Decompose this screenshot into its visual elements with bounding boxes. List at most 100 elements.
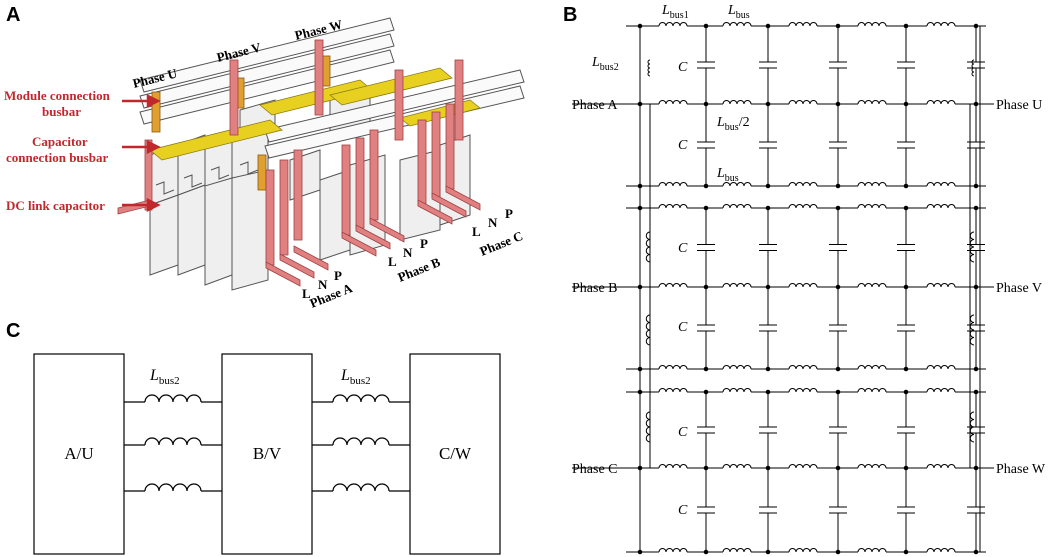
bus-inductor bbox=[926, 283, 956, 288]
bus-inductor bbox=[788, 22, 818, 27]
bus-inductor bbox=[722, 548, 752, 553]
module-busbar-label-2: busbar bbox=[42, 104, 81, 119]
left-phase-label: Phase B bbox=[572, 281, 618, 296]
block-cw-label: C/W bbox=[439, 444, 472, 463]
dc-busbars bbox=[144, 39, 464, 266]
cap-label: C bbox=[678, 503, 688, 518]
lbus2-inductor bbox=[332, 394, 390, 403]
panel-a-label: A bbox=[6, 4, 21, 26]
bus-inductor bbox=[658, 464, 688, 469]
phase-c-n: N bbox=[488, 215, 498, 230]
bus-inductor bbox=[658, 22, 688, 27]
bus-inductor bbox=[857, 22, 887, 27]
phase-a-p: P bbox=[334, 268, 342, 283]
right-phase-label: Phase V bbox=[996, 281, 1042, 296]
left-phase-label: Phase A bbox=[572, 98, 618, 113]
cap-label: C bbox=[678, 241, 688, 256]
callout-arrows bbox=[122, 93, 161, 213]
bus-inductor bbox=[658, 182, 688, 187]
panel-c-label: C bbox=[6, 320, 21, 342]
bus-inductor bbox=[926, 182, 956, 187]
bus-inductor bbox=[722, 283, 752, 288]
bus-inductor bbox=[857, 182, 887, 187]
phase-b-n: N bbox=[403, 245, 413, 260]
lbus2-inductor bbox=[144, 394, 202, 403]
lbus2-inductor bbox=[144, 437, 202, 446]
lbus2-inductor bbox=[144, 483, 202, 492]
bus-inductor bbox=[788, 204, 818, 209]
phase-c-label: Phase C bbox=[478, 228, 525, 259]
block-cw bbox=[409, 353, 501, 555]
bus-inductor bbox=[788, 365, 818, 370]
bus-inductor bbox=[857, 388, 887, 393]
module-busbar-label-1: Module connection bbox=[4, 88, 111, 103]
lbus-half-label: Lbus/2 bbox=[716, 115, 750, 133]
lbus-label-mid: Lbus bbox=[716, 166, 739, 184]
bus-inductor bbox=[857, 283, 887, 288]
left-phase-label: Phase C bbox=[572, 462, 618, 477]
bus-inductor bbox=[722, 464, 752, 469]
lbus2-inductor bbox=[332, 483, 390, 492]
phase-b-p: P bbox=[420, 236, 428, 251]
dc-link-label: DC link capacitor bbox=[6, 198, 105, 213]
bus-inductor bbox=[926, 22, 956, 27]
bus-inductor bbox=[722, 204, 752, 209]
block-au bbox=[33, 353, 125, 555]
phase-c-l: L bbox=[472, 224, 481, 239]
cap-label: C bbox=[678, 138, 688, 153]
bus-inductor bbox=[658, 100, 688, 105]
bus-inductor bbox=[857, 464, 887, 469]
block-bv bbox=[221, 353, 313, 555]
vertical-inductor bbox=[647, 59, 651, 77]
panel-c-block-diagram: A/U B/V C/W Lbus2 Lbus2 bbox=[33, 353, 501, 555]
bus-inductor bbox=[926, 464, 956, 469]
cap-label: C bbox=[678, 60, 688, 75]
bus-inductor bbox=[857, 100, 887, 105]
bus-inductor bbox=[658, 204, 688, 209]
lbus1-label: Lbus1 bbox=[661, 3, 689, 21]
cap-label: C bbox=[678, 425, 688, 440]
vertical-inductor bbox=[645, 411, 651, 443]
bus-inductor bbox=[658, 365, 688, 370]
phase-c-p: P bbox=[505, 206, 513, 221]
block-bv-label: B/V bbox=[253, 444, 282, 463]
bus-inductor bbox=[857, 548, 887, 553]
bus-inductor bbox=[788, 464, 818, 469]
lbus2-label: Lbus2 bbox=[591, 55, 619, 73]
right-phase-label: Phase U bbox=[996, 98, 1042, 113]
bus-inductor bbox=[788, 182, 818, 187]
bus-inductor bbox=[926, 365, 956, 370]
bus-inductor bbox=[722, 100, 752, 105]
bus-inductor bbox=[722, 182, 752, 187]
bus-inductor bbox=[658, 548, 688, 553]
phase-a-l: L bbox=[302, 286, 311, 301]
phase-b-l: L bbox=[388, 254, 397, 269]
bus-inductor bbox=[722, 365, 752, 370]
bus-inductor bbox=[788, 388, 818, 393]
right-phase-label: Phase W bbox=[996, 462, 1046, 477]
panel-b-label: B bbox=[563, 4, 578, 26]
bus-inductor bbox=[926, 548, 956, 553]
bus-inductor bbox=[926, 388, 956, 393]
bus-inductor bbox=[722, 388, 752, 393]
bus-inductor bbox=[788, 548, 818, 553]
phase-a-n: N bbox=[318, 277, 328, 292]
bus-inductor bbox=[788, 100, 818, 105]
lbus2-left-label: Lbus2 bbox=[149, 367, 180, 387]
lbus-label-top: Lbus bbox=[727, 3, 750, 21]
bus-inductor bbox=[658, 388, 688, 393]
phase-a-label: Phase A bbox=[308, 280, 355, 311]
bus-inductor bbox=[857, 204, 887, 209]
block-au-label: A/U bbox=[64, 444, 93, 463]
bus-inductor bbox=[658, 283, 688, 288]
vertical-inductor bbox=[645, 314, 651, 346]
bus-inductor bbox=[926, 100, 956, 105]
vertical-inductor bbox=[645, 231, 651, 263]
lbus2-right-label: Lbus2 bbox=[340, 367, 371, 387]
lbus2-inductor bbox=[332, 437, 390, 446]
capacitor-busbar-label-2: connection busbar bbox=[6, 150, 108, 165]
panel-a-illustration: Module connection busbar Capacitor conne… bbox=[4, 17, 525, 311]
bus-inductor bbox=[722, 22, 752, 27]
bus-inductor bbox=[857, 365, 887, 370]
